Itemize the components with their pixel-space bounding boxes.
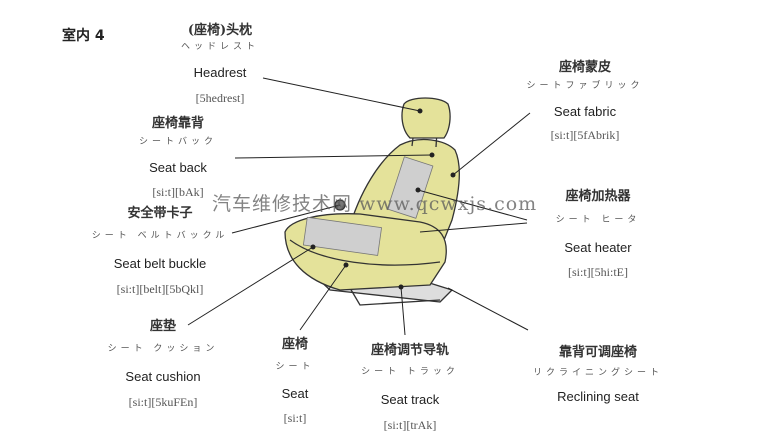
seat-back-ipa: [si:t][bAk] xyxy=(152,185,204,199)
reclining-seat-cn: 靠背可调座椅 xyxy=(558,345,638,360)
watermark: 汽车维修技术网 www.qcwxjs.com xyxy=(212,193,538,215)
headrest-en: Headrest xyxy=(193,65,247,80)
leader-seat-heater-1 xyxy=(417,189,528,221)
seat-heater-jp: シート ヒータ xyxy=(555,215,641,225)
belt-buckle-cn: 安全带卡子 xyxy=(127,206,193,221)
seat-track-ipa: [si:t][trAk] xyxy=(383,418,437,432)
seat-back-cn: 座椅靠背 xyxy=(151,116,205,131)
leader-headrest xyxy=(262,77,421,112)
leader-reclining xyxy=(447,287,529,331)
cushion-heater-grid xyxy=(302,216,382,256)
seat-cushion-cn: 座垫 xyxy=(149,319,177,334)
seat-back-en: Seat back xyxy=(149,160,207,175)
seat-en: Seat xyxy=(281,386,309,401)
seat-back-jp: シートバック xyxy=(138,137,218,147)
seat-cushion-en: Seat cushion xyxy=(125,369,201,384)
seat-track-cn: 座椅调节导轨 xyxy=(370,343,450,358)
seat-jp: シート xyxy=(275,362,315,372)
leader-seat-cushion xyxy=(187,246,314,326)
leader-seat xyxy=(299,264,347,331)
seat-cushion-ipa: [si:t][5kuFEn] xyxy=(128,395,198,409)
seat-ipa: [si:t] xyxy=(283,411,307,425)
leader-seat-fabric xyxy=(452,112,531,176)
seat-fabric-en: Seat fabric xyxy=(553,104,617,119)
seat-fabric-jp: シートファブリック xyxy=(526,81,644,91)
belt-buckle-ipa: [si:t][belt][5bQkl] xyxy=(116,282,204,296)
seat-cn: 座椅 xyxy=(281,337,309,352)
leader-lines xyxy=(187,77,531,336)
seat-fabric-ipa: [si:t][5fAbrik] xyxy=(550,128,620,142)
page-title: 室内 4 xyxy=(62,28,105,44)
seat-heater-ipa: [si:t][5hi:tE] xyxy=(568,265,628,279)
headrest-ipa: [5hedrest] xyxy=(195,91,245,105)
reclining-seat-jp: リクライニングシート xyxy=(532,368,664,378)
seat-track-rail-2 xyxy=(349,287,441,306)
leader-belt-buckle xyxy=(231,204,341,234)
leader-seat-track xyxy=(400,286,406,336)
headrest-jp: ヘッドレスト xyxy=(180,42,260,52)
belt-buckle-jp: シート ベルトバックル xyxy=(91,231,229,241)
headrest-shape xyxy=(401,97,451,139)
reclining-seat-en: Reclining seat xyxy=(557,389,639,404)
seat-cushion-jp: シート クッション xyxy=(107,344,219,354)
headrest-cn: (座椅)头枕 xyxy=(187,23,253,38)
seat-track-en: Seat track xyxy=(380,392,440,407)
leader-seat-back xyxy=(234,154,433,159)
belt-buckle-en: Seat belt buckle xyxy=(113,256,207,271)
seat-fabric-cn: 座椅蒙皮 xyxy=(558,60,612,75)
seat-track-jp: シート トラック xyxy=(361,367,459,377)
seat-heater-en: Seat heater xyxy=(564,240,632,255)
leader-seat-heater-2 xyxy=(419,222,528,233)
seat-heater-cn: 座椅加热器 xyxy=(565,189,631,204)
